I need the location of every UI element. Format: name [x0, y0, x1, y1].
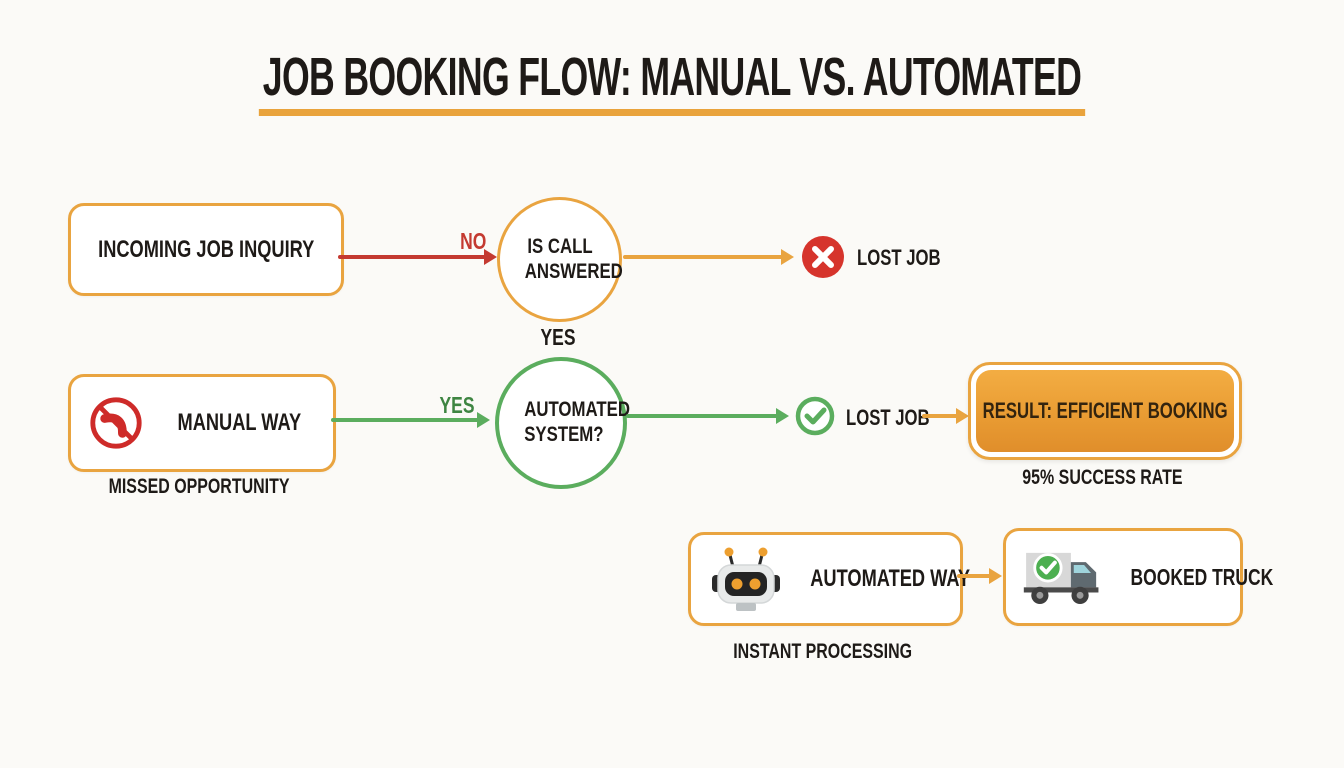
- lost-job-label-2: LOST JOB: [846, 405, 930, 430]
- automated-way-label-wrap: AUTOMATED WAY: [785, 565, 995, 593]
- is-call-answered-decision: IS CALL ANSWERED: [497, 197, 622, 322]
- result-efficient-booking-box: RESULT: EFFICIENT BOOKING: [968, 362, 1242, 460]
- page-title-wrap: JOB BOOKING FLOW: MANUAL VS. AUTOMATED: [0, 50, 1344, 116]
- incoming-job-inquiry-box: INCOMING JOB INQUIRY: [68, 203, 344, 296]
- booked-truck-label-wrap: BOOKED TRUCK: [1108, 564, 1296, 591]
- manual-way-label: MANUAL WAY: [177, 409, 301, 436]
- automated-way-label: AUTOMATED WAY: [810, 565, 971, 592]
- automated-system-label: AUTOMATED SYSTEM?: [524, 398, 630, 446]
- instant-processing-caption: INSTANT PROCESSING: [733, 640, 912, 663]
- success-rate-caption: 95% SUCCESS RATE: [1021, 466, 1183, 489]
- yes-arrow: [331, 418, 479, 422]
- automated-way-box: AUTOMATED WAY: [688, 532, 970, 626]
- lost-job-label-1: LOST JOB: [857, 245, 941, 270]
- automated-system-decision: AUTOMATED SYSTEM?: [495, 357, 630, 489]
- booked-truck-label: BOOKED TRUCK: [1130, 563, 1274, 590]
- incoming-job-inquiry-label: INCOMING JOB INQUIRY: [97, 235, 315, 263]
- x-circle-icon: [801, 235, 845, 279]
- no-phone-icon: [87, 394, 145, 452]
- is-call-answered-label: IS CALL ANSWERED: [524, 234, 623, 283]
- robot-icon: [707, 542, 785, 616]
- check-circle-icon: [795, 396, 835, 436]
- no-edge-label: NO: [459, 228, 486, 254]
- yes-edge-label: YES: [439, 392, 475, 418]
- missed-opportunity-caption: MISSED OPPORTUNITY: [108, 475, 290, 498]
- booked-truck-arrow: [957, 574, 991, 578]
- no-arrow: [338, 255, 486, 259]
- booked-truck-box: BOOKED TRUCK: [1003, 528, 1273, 626]
- yes-label-under-circle: YES: [540, 324, 576, 350]
- manual-way-box: MANUAL WAY: [68, 374, 336, 472]
- page-title: JOB BOOKING FLOW: MANUAL VS. AUTOMATED: [258, 50, 1086, 116]
- result-arrow: [922, 414, 958, 418]
- lost-job-arrow: [623, 255, 783, 259]
- success-arrow: [626, 414, 778, 418]
- result-efficient-booking-label: RESULT: EFFICIENT BOOKING: [982, 398, 1228, 423]
- manual-way-label-wrap: MANUAL WAY: [145, 409, 333, 437]
- truck-check-icon: [1020, 546, 1108, 608]
